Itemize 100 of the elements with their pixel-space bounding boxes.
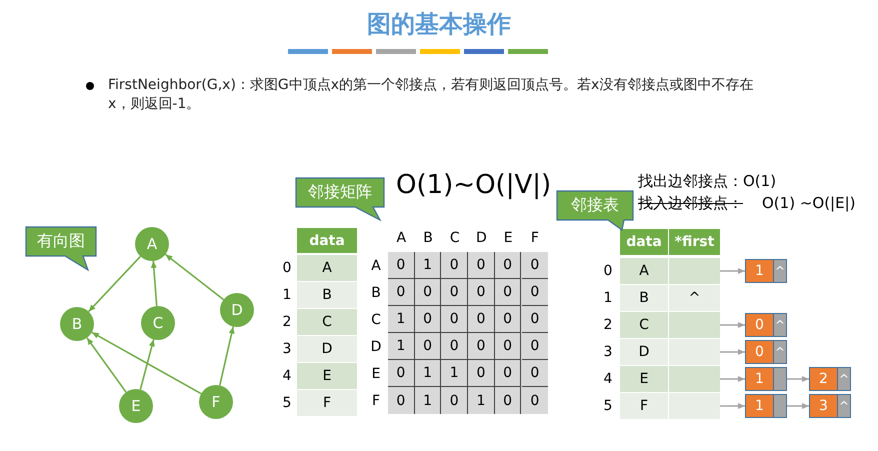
vertex-circle: B [60,307,94,341]
column-header: B [422,229,434,248]
matrix-cell: 1 [414,387,442,414]
matrix-cell: 0 [522,306,548,333]
arrow [720,403,745,409]
column-header: F [530,229,540,248]
arrow [787,376,809,382]
matrix-cell: 0 [388,279,415,306]
table-cell: E [297,363,357,389]
table-cell: ^ [669,285,720,311]
arrow [150,260,158,306]
matrix-cell: 0 [468,360,495,387]
vertex-circle: E [119,389,153,423]
matrix-cell-text: 0 [529,392,540,410]
matrix-cell: 0 [522,252,548,279]
arrow [140,339,155,390]
matrix-cell: 0 [388,252,415,279]
matrix-cell: 0 [468,333,495,360]
vertex-circle: F [199,385,233,419]
matrix-cell: 0 [494,333,522,360]
table-cell: F [620,393,668,419]
null-pointer: ^ [774,344,786,361]
column-header: data [620,229,668,255]
callout-bubble: 邻接矩阵 [295,177,385,222]
row-index: 4 [602,370,614,389]
table-cell: A [297,255,357,281]
list-node [745,340,787,364]
row-index: 2 [282,313,292,332]
pointer-cell [669,339,720,365]
row-header: A [370,256,382,276]
row-index: 3 [282,340,292,359]
matrix-cell: 0 [522,333,548,360]
row-index: 1 [602,289,614,308]
matrix-cell: 0 [441,252,468,279]
row-index: 4 [282,367,292,386]
matrix-cell: 1 [441,360,468,387]
title: 图的基本操作 [366,9,512,40]
pointer-cell [669,393,720,419]
null-pointer: ^ [774,263,786,280]
matrix-cell: 0 [414,333,442,360]
row-header: F [370,392,382,410]
list-node [745,367,787,391]
complexity-text: O(1)~O(|V|) [396,170,552,202]
row-header: B [370,284,382,302]
pointer-cell [669,312,720,338]
row-index: 0 [282,259,292,278]
data-field: 1 [746,368,774,390]
callout-bubble: 邻接表 [556,190,634,232]
matrix-cell: 0 [441,333,468,360]
matrix-cell: 0 [414,306,442,333]
matrix-cell: 1 [468,387,495,414]
table-cell: C [620,312,668,338]
column-header: A [396,229,408,248]
data-field: 0 [746,341,774,363]
list-node [745,259,787,283]
row-index: 2 [602,316,614,335]
vertex-circle: D [220,293,254,327]
matrix-cell: 0 [522,279,548,306]
list-node [745,394,787,418]
row-header: D [370,338,382,356]
row-index: 1 [282,286,292,305]
arrow [86,337,127,393]
null-pointer: ^ [838,398,850,415]
table-cell: B [297,282,357,308]
list-node [745,313,787,337]
table-cell: D [297,336,357,362]
arrow [91,332,202,394]
arrow [88,256,141,312]
list-node [809,394,851,418]
data-field: 1 [746,260,774,282]
matrix-cell: 0 [388,360,415,387]
table-cell: F [297,390,357,416]
data-field: 2 [810,368,838,390]
struck-text: 找入边邻接点： [638,194,743,214]
matrix-cell: 0 [388,387,415,414]
table-cell: B [620,285,668,311]
matrix-cell: 0 [494,252,522,279]
matrix-cell: 0 [494,279,522,306]
table-cell: E [620,366,668,392]
matrix-cell: 0 [414,279,442,306]
matrix-cell: 0 [441,279,468,306]
arrow [219,326,235,386]
data-field: 0 [746,314,774,336]
vertex-circle: C [141,306,175,340]
null-pointer: ^ [838,371,850,388]
row-index: 5 [602,397,614,416]
null-pointer: ^ [774,317,786,334]
arrow [720,268,745,274]
column-header: data [297,228,357,253]
list-node [809,367,851,391]
column-header: C [448,229,461,248]
matrix-cell: 0 [441,387,468,414]
row-header: E [370,364,382,384]
bullet-text: FirstNeighbor(G,x)：求图G中顶点x的第一个邻接点，若有则返回顶点号。若x没有邻接点或图中不存在x，则返回-1。 [108,76,754,114]
matrix-cell: 0 [494,306,522,333]
matrix-cell: 1 [414,252,442,279]
matrix-cell: 1 [414,360,442,387]
row-index: 5 [282,394,292,413]
column-header: *first [669,229,720,255]
table-cell: A [620,258,668,284]
